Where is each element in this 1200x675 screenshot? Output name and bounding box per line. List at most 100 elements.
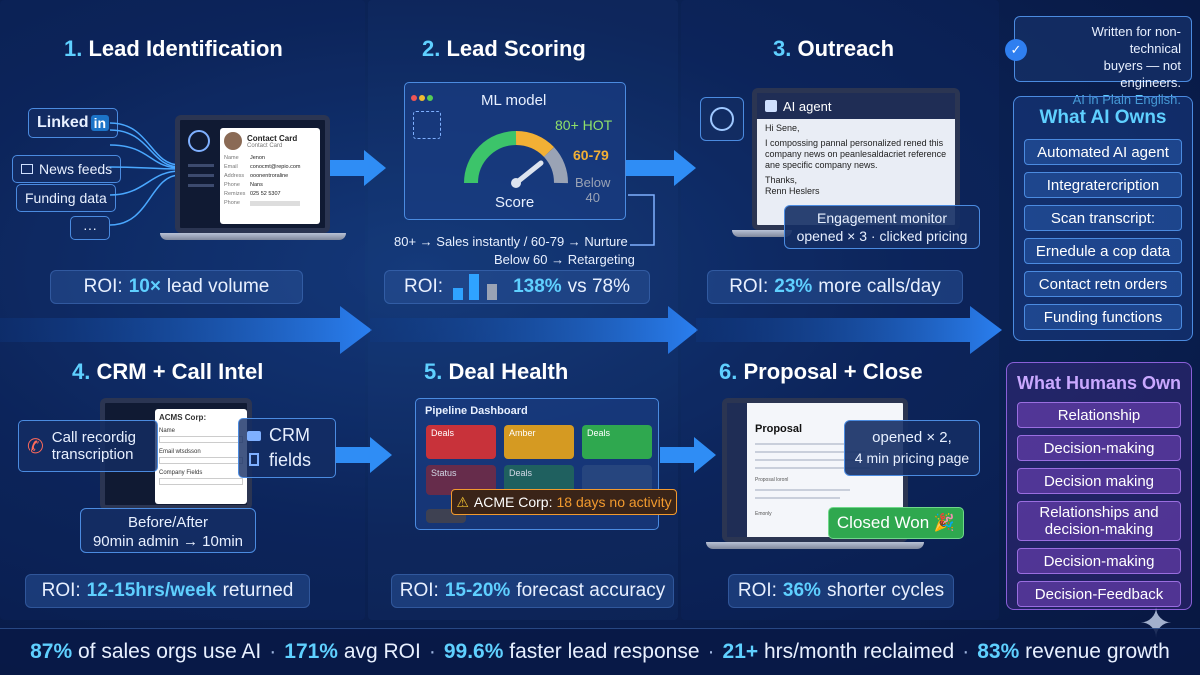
crm-form: ACMS Corp: Name Email wtsdsson Company F… [155, 409, 247, 504]
ml-model-panel: ML model Score 80+ HOT 60-79 Below 40 [404, 82, 626, 220]
contact-field-label: Remizes [224, 191, 246, 197]
roi-step3: ROI:23%more calls/day [707, 270, 963, 304]
contact-field-row: Phone [224, 199, 316, 208]
contact-field-label: Phone [224, 182, 240, 188]
tier-cold: Below 40 [575, 175, 611, 205]
ai-agent-header: AI agent [757, 93, 955, 119]
routing-line-2: Below 60 → Retargeting [494, 252, 635, 267]
crm-fields-chip: CRM fields [238, 418, 336, 478]
email-line: Thanks, [765, 175, 798, 185]
step-4-title: 4. CRM + Call Intel [72, 359, 264, 384]
openai-icon [188, 130, 210, 152]
humans-own-item-line: decision-making [1044, 521, 1154, 538]
stat-item: 21+ hrs/month reclaimed [723, 640, 955, 664]
tile-amber: Amber [504, 425, 574, 459]
source-flow-lines [110, 122, 180, 226]
avatar [224, 132, 242, 150]
contact-field-value: ooonentroraline [250, 173, 289, 179]
contact-field-label: Name [224, 155, 239, 161]
contact-field-row: Address ooonentroraline [224, 172, 316, 181]
laptop-step6-base [706, 542, 924, 549]
warning-icon: ⚠ [456, 493, 469, 510]
stats-bar: 87% of sales orgs use AI · 171% avg ROI · 99… [0, 628, 1200, 675]
proposal-title: Proposal [755, 423, 803, 435]
humans-own-title: What Humans Own [1016, 373, 1181, 393]
funding-data-source: Funding data [16, 184, 116, 212]
contact-field-value: conocmt@repio.com [250, 164, 301, 170]
proposal-opened-box: opened × 2, 4 min pricing page [844, 420, 980, 476]
stats-separator: · [428, 640, 436, 663]
stats-separator: · [707, 640, 715, 663]
score-gauge [464, 130, 569, 188]
stats-separator: · [269, 640, 277, 663]
routing-connector [628, 194, 655, 246]
linkedin-source: Linked in [28, 108, 119, 138]
document-icon [249, 453, 259, 466]
humans-own-item: Decision-Feedback [1017, 581, 1181, 607]
step-5-title: 5. Deal Health [424, 359, 569, 384]
humans-own-item: Decision-making [1017, 435, 1181, 461]
call-recording-chip: ✆ Call recordig transcription [18, 420, 158, 472]
flow-band-arrows [0, 306, 1002, 354]
score-label: Score [495, 194, 535, 211]
deal-alert: ⚠ ACME Corp: 18 days no activity [451, 489, 677, 515]
ai-owns-item: Automated AI agent [1024, 139, 1182, 165]
contact-field-row: Remizes 025 52 5307 [224, 190, 316, 199]
phone-icon: ✆ [27, 435, 44, 458]
tier-hot: 80+ HOT [555, 117, 613, 133]
contact-field-label: Phone [224, 200, 240, 206]
tier-warm: 60-79 [573, 147, 609, 163]
plain-english-note: ✓ Written for non-technical buyers — not… [1005, 16, 1192, 107]
robot-icon [765, 100, 777, 112]
email-line: Hi Sene, [765, 123, 800, 133]
contact-field-value: 025 52 5307 [250, 191, 281, 197]
email-line: Renn Heslers [765, 186, 820, 196]
routing-line-1: 80+ → Sales instantly / 60-79 → Nurture [394, 234, 628, 249]
stat-value: 21+ [722, 640, 759, 663]
contact-field-label: Address [224, 173, 245, 179]
engagement-monitor: Engagement monitor opened × 3 · clicked … [784, 205, 980, 249]
ai-owns-item: Contact retn orders [1024, 271, 1182, 297]
tile-green: Deals [582, 425, 652, 459]
humans-own-item: Decision making [1017, 468, 1181, 494]
humans-own-item: Decision-making [1017, 548, 1181, 574]
stat-label: avg ROI [337, 640, 421, 663]
ai-owns-item: Scan transcript: [1024, 205, 1182, 231]
contact-field-value [250, 201, 300, 206]
contact-field-value: Nans [250, 182, 263, 188]
stat-item: 87% of sales orgs use AI [30, 640, 261, 664]
check-badge-icon: ✓ [1005, 39, 1027, 61]
before-after-box: Before/After 90min admin → 10min [80, 508, 256, 553]
email-body: Hi Sene,I compossing pannal personalized… [765, 123, 951, 197]
stat-value: 83% [977, 640, 1020, 663]
humans-own-item: Relationship [1017, 402, 1181, 428]
laptop-step3-base [732, 230, 792, 237]
roi-step5: ROI:15-20%forecast accuracy [391, 574, 674, 608]
stat-label: faster lead response [503, 640, 700, 663]
arrow-4-5 [336, 437, 392, 473]
linkedin-icon: in [90, 115, 110, 131]
arrow-2-3 [626, 150, 696, 186]
contact-field-row: Phone Nans [224, 181, 316, 190]
step-1-title: 1. Lead Identification [64, 36, 283, 61]
ai-owns-item: Funding functions [1024, 304, 1182, 330]
openai-logo-box [700, 97, 744, 141]
stats-separator: · [962, 640, 970, 663]
email-line: company news on peanlesaldacriet referen… [765, 149, 947, 159]
stat-item: 99.6% faster lead response [444, 640, 700, 664]
stat-value: 99.6% [443, 640, 504, 663]
stat-item: 171% avg ROI [284, 640, 421, 664]
folder-icon [247, 431, 261, 441]
stat-value: 87% [30, 640, 73, 663]
stat-value: 171% [284, 640, 338, 663]
